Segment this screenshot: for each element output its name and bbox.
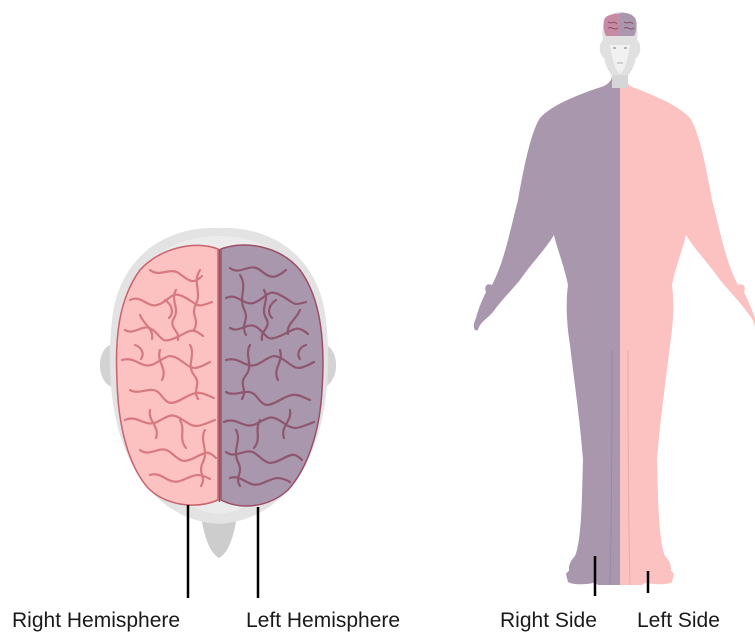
body-left-side [620, 75, 755, 585]
right-hemisphere [116, 245, 218, 505]
label-right-side: Right Side [500, 609, 597, 633]
left-hemisphere [221, 245, 323, 506]
body-right-side [474, 75, 620, 585]
label-left-hemisphere: Left Hemisphere [246, 609, 400, 633]
human-figure [474, 12, 755, 585]
label-left-side: Left Side [637, 609, 720, 633]
figure-head [600, 12, 641, 88]
label-right-hemisphere: Right Hemisphere [12, 609, 180, 633]
